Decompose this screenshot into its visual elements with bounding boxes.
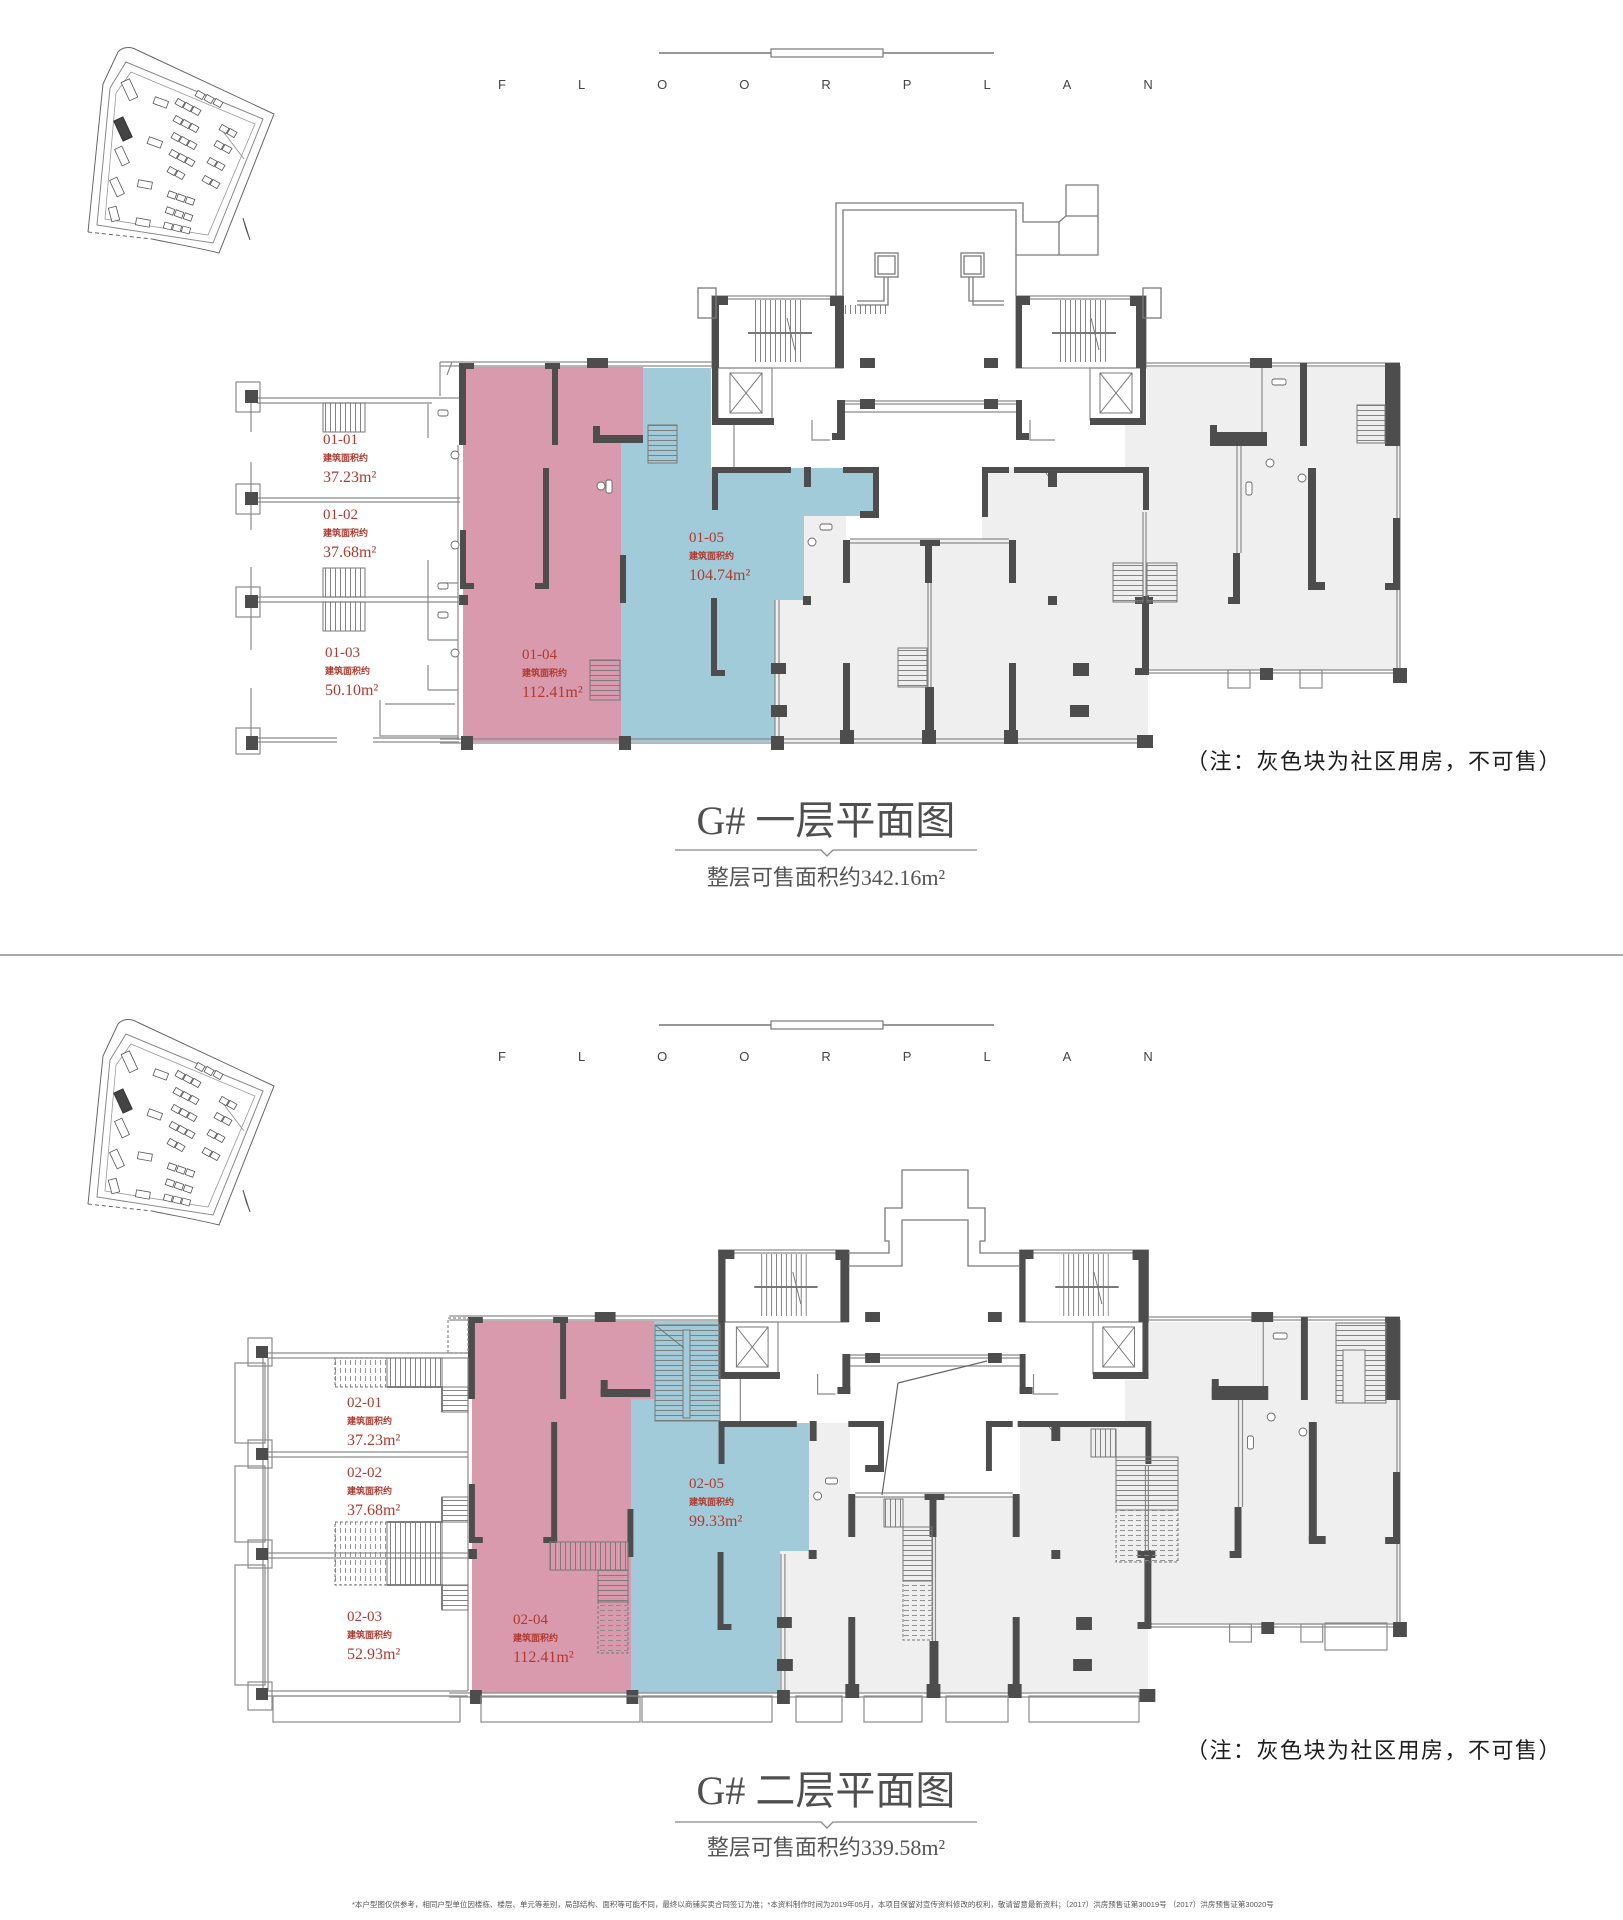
roof-projection xyxy=(848,1169,1020,1267)
unit-label-02-01: 02-01 建筑面积约 37.23m² xyxy=(347,1394,400,1452)
unit-area-caption: 建筑面积约 xyxy=(513,1633,559,1643)
unit-area-value: 50.10m² xyxy=(325,682,379,699)
unit-id: 01-04 xyxy=(522,647,557,663)
unit-area-caption: 建筑面积约 xyxy=(323,453,369,463)
unit-area-value: 99.33m² xyxy=(689,1513,743,1530)
plan-title: G# 一层平面图 xyxy=(696,798,956,843)
unit-area-caption: 建筑面积约 xyxy=(323,528,369,538)
unit-label-02-03: 02-03 建筑面积约 52.93m² xyxy=(347,1608,400,1666)
unit-area-caption: 建筑面积约 xyxy=(325,666,371,676)
unit-id: 02-03 xyxy=(347,1609,382,1625)
unit-id: 02-04 xyxy=(513,1612,548,1628)
roof-projection xyxy=(697,184,1162,319)
unit-label-01-05: 01-05 建筑面积约 104.74m² xyxy=(689,529,750,587)
site-key-plan-floor-2 xyxy=(87,1019,275,1226)
plan-title: G# 二层平面图 xyxy=(696,1768,956,1813)
unit-area-value: 37.23m² xyxy=(323,469,377,486)
unit-01-04-pink-region xyxy=(463,367,643,742)
unit-area-value: 37.23m² xyxy=(347,1432,401,1449)
unit-area-caption: 建筑面积约 xyxy=(522,668,568,678)
stairs xyxy=(334,1322,1387,1654)
gray-block-note: （注：灰色块为社区用房，不可售） xyxy=(1186,749,1563,774)
title-divider xyxy=(675,849,977,857)
unit-label-01-02: 01-02 建筑面积约 37.68m² xyxy=(323,506,376,564)
unit-label-01-03: 01-03 建筑面积约 50.10m² xyxy=(325,644,378,702)
unit-area-value: 37.68m² xyxy=(347,1502,401,1519)
unit-area-caption: 建筑面积约 xyxy=(689,1497,735,1507)
gray-block-note: （注：灰色块为社区用房，不可售） xyxy=(1186,1738,1563,1763)
unit-id: 01-02 xyxy=(323,507,358,523)
unit-area-caption: 建筑面积约 xyxy=(347,1630,393,1640)
footer-disclaimer: *本户型图仅供参考，相同户型单位因楼栋、楼层、单元等差别，局部结构、面积等可能不… xyxy=(352,1900,1274,1909)
unit-label-01-04: 01-04 建筑面积约 112.41m² xyxy=(522,646,583,704)
site-key-plan-floor-1 xyxy=(87,47,275,254)
unit-area-caption: 建筑面积约 xyxy=(347,1416,393,1426)
floor-1-plan xyxy=(235,184,1408,755)
unit-id: 01-01 xyxy=(323,432,358,448)
unit-id: 01-03 xyxy=(325,645,360,661)
header-ornament-floor-1 xyxy=(658,48,995,58)
unit-area-value: 112.41m² xyxy=(522,684,583,701)
title-divider xyxy=(675,1821,977,1829)
unit-area-value: 112.41m² xyxy=(513,1649,574,1666)
header-ornament-floor-2 xyxy=(658,1020,995,1030)
floorplan-heading: FLOORPLAN xyxy=(498,77,1225,92)
unit-label-01-01: 01-01 建筑面积约 37.23m² xyxy=(323,431,376,489)
unit-id: 02-05 xyxy=(689,1476,724,1492)
unit-label-02-05: 02-05 建筑面积约 99.33m² xyxy=(689,1475,742,1533)
unit-area-value: 104.74m² xyxy=(689,567,751,584)
plan-subtitle: 整层可售面积约342.16m² xyxy=(706,865,946,890)
unit-label-02-02: 02-02 建筑面积约 37.68m² xyxy=(347,1464,400,1522)
unit-area-caption: 建筑面积约 xyxy=(689,551,735,561)
floor-2-plan xyxy=(234,1169,1408,1723)
floorplan-heading: FLOORPLAN xyxy=(498,1049,1225,1064)
plan-subtitle: 整层可售面积约339.58m² xyxy=(706,1835,946,1860)
balconies xyxy=(272,1360,1388,1723)
stairs xyxy=(322,402,1386,701)
unit-area-caption: 建筑面积约 xyxy=(347,1486,393,1496)
unit-id: 02-01 xyxy=(347,1395,382,1411)
unit-area-value: 37.68m² xyxy=(323,544,377,561)
unit-01-05-blue-region xyxy=(621,368,876,742)
unit-id: 02-02 xyxy=(347,1465,382,1481)
unit-id: 01-05 xyxy=(689,530,724,546)
unit-label-02-04: 02-04 建筑面积约 112.41m² xyxy=(513,1611,574,1669)
unit-area-value: 52.93m² xyxy=(347,1646,401,1663)
